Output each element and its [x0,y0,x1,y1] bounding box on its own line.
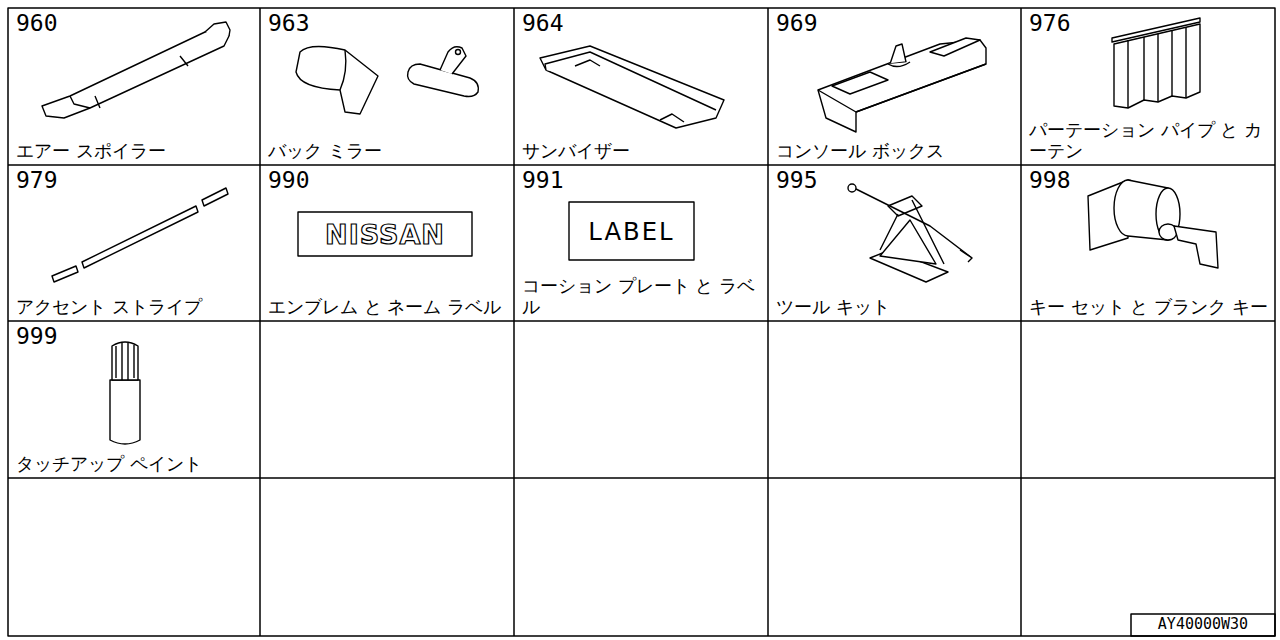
console-drawing [818,38,986,132]
part-name: サンバイザー [522,140,762,161]
sun-visor-drawing [540,46,724,128]
callout-number: 963 [268,10,310,36]
callout-number: 960 [16,10,58,36]
part-cell: 960 エアー スポイラー [8,8,260,165]
part-name: バック ミラー [268,140,508,161]
part-name: パーテーション パイプ と カーテン [1029,119,1269,161]
callout-number: 991 [522,167,564,193]
part-cell: 999 タッチアップ ペイント [8,321,260,478]
stripe-drawing [52,188,228,282]
callout-number: 999 [16,323,58,349]
key-drawing [1088,180,1218,268]
emblem-text: NISSAN [298,219,472,250]
label-text: LABEL [569,217,694,246]
callout-number: 976 [1029,10,1071,36]
part-cell: 995 ツール キット [768,165,1021,321]
part-cell: 979 アクセント ストライプ [8,165,260,321]
callout-number: 979 [16,167,58,193]
callout-number: 964 [522,10,564,36]
part-cell: 998 キー セット と ブランク キー [1021,165,1275,321]
part-name: コンソール ボックス [776,140,1015,161]
callout-number: 995 [776,167,818,193]
part-name: キー セット と ブランク キー [1029,296,1269,317]
part-cell: 969 コンソール ボックス [768,8,1021,165]
part-name: コーション プレート と ラベル [522,275,762,317]
callout-number: 990 [268,167,310,193]
part-name: アクセント ストライプ [16,296,254,317]
grid-lines [8,8,1275,636]
part-name: ツール キット [776,296,1015,317]
part-cell: 976 パーテーション パイプ と カーテン [1021,8,1275,165]
callout-number: 998 [1029,167,1071,193]
part-name: タッチアップ ペイント [16,453,254,474]
curtain-drawing [1112,18,1200,108]
diagram-code-box: AY40000W30 [1131,614,1275,636]
emblem-frame [298,212,472,256]
diagram-code: AY40000W30 [1131,614,1275,634]
part-name: エンブレム と ネーム ラベル [268,296,508,317]
mirror-drawing [296,46,478,114]
paint-bottle-drawing [110,342,140,444]
label-frame [569,202,694,260]
jack-drawing [848,184,972,282]
part-cell: 964 サンバイザー [514,8,768,165]
spoiler-drawing [42,22,230,118]
part-cell: 963 バック ミラー [260,8,514,165]
part-name: エアー スポイラー [16,140,254,161]
callout-number: 969 [776,10,818,36]
